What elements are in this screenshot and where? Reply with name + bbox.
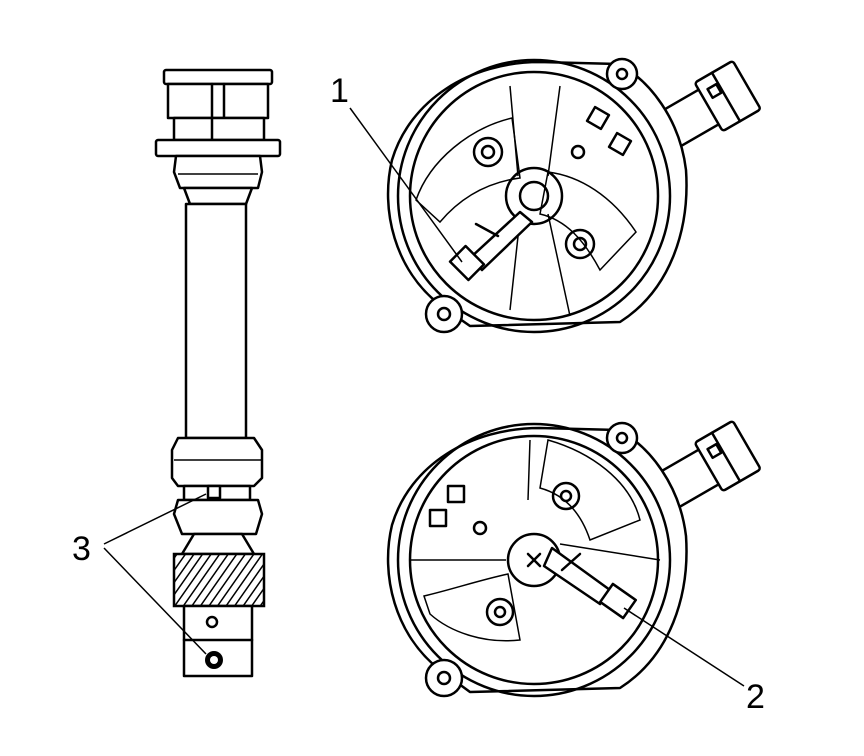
- distributor-top-view-1: [386, 57, 761, 334]
- callout-3: 3: [72, 493, 207, 655]
- callout-1: 1: [330, 72, 463, 263]
- callout-label-2: 2: [746, 678, 765, 716]
- callout-label-1: 1: [330, 72, 349, 110]
- distributor-top-view-2: [386, 420, 761, 698]
- distributor-shaft: [154, 68, 282, 678]
- callout-label-3: 3: [72, 530, 91, 568]
- callout-2: 2: [623, 607, 765, 716]
